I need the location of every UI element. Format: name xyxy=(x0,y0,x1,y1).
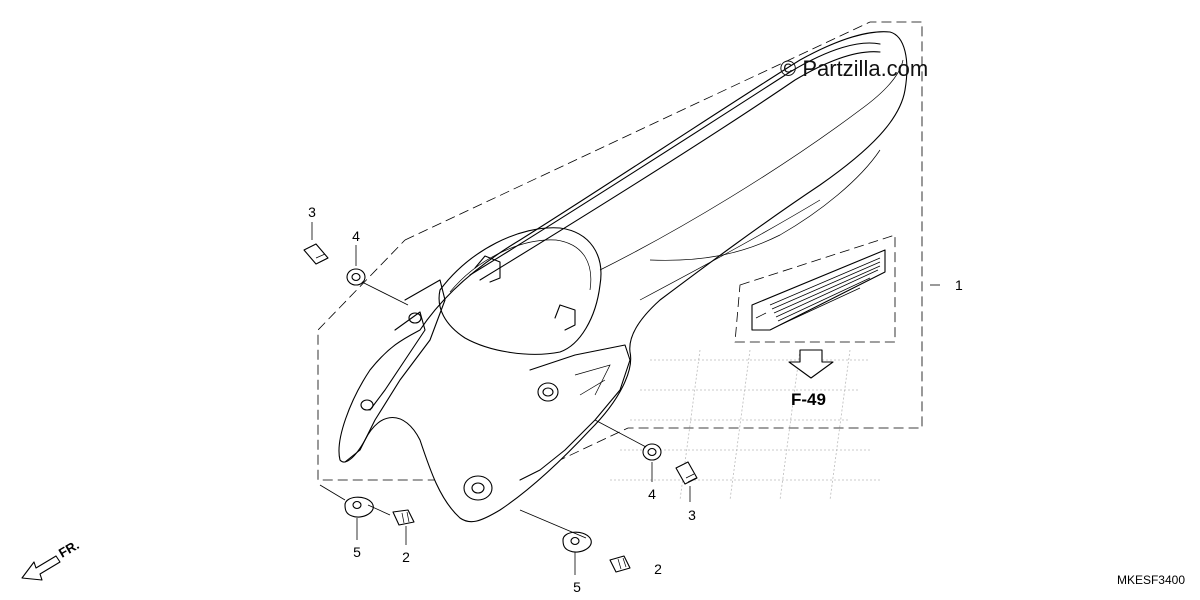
fender-hook-upper xyxy=(474,255,501,283)
fender-hook-lower xyxy=(554,304,576,331)
label-dashed-frame xyxy=(734,234,896,343)
mounting-hole-right xyxy=(542,387,554,397)
callout-part-3-right: 3 xyxy=(688,507,696,523)
fender-lower-plate xyxy=(519,344,631,481)
bolt-upper-left xyxy=(303,243,329,265)
callout-part-4-left: 4 xyxy=(352,228,360,244)
bolt-lower-right xyxy=(609,555,631,573)
callout-part-1: 1 xyxy=(955,277,963,293)
callout-part-5-right: 5 xyxy=(573,579,581,595)
bolt-right xyxy=(675,461,698,485)
leader-lines xyxy=(311,222,940,575)
reference-arrow-icon xyxy=(788,349,834,379)
fender-lower-plate-rib xyxy=(574,364,611,396)
label-text-lines xyxy=(755,257,881,326)
mounting-hole-bottom xyxy=(471,482,485,494)
fender-ridge-3 xyxy=(599,59,904,271)
rear-fender xyxy=(338,31,908,523)
nut-upper-left xyxy=(346,268,366,286)
mounting-hole-boss-right xyxy=(537,382,559,402)
front-label: FR. xyxy=(56,537,82,560)
mounting-hole-lower-left xyxy=(360,399,374,411)
callout-part-2-right: 2 xyxy=(654,561,662,577)
fender-ridge-1 xyxy=(469,42,881,276)
callout-part-3-left: 3 xyxy=(308,204,316,220)
fender-ridge-2 xyxy=(479,51,881,281)
diagram-code: MKESF3400 xyxy=(1117,573,1185,587)
label-sticker xyxy=(751,249,886,331)
washer-lower-right xyxy=(562,531,592,553)
washer-lower-left xyxy=(344,496,374,518)
nut-right xyxy=(642,443,662,461)
caution-label xyxy=(734,234,896,379)
fender-inner-cavity xyxy=(438,227,602,355)
fender-ridge-4 xyxy=(639,199,821,301)
fender-side-bracket-edge xyxy=(369,311,426,411)
mounting-boss-bottom xyxy=(463,475,493,501)
mounting-hole-upper-left xyxy=(408,312,422,324)
front-direction-indicator: FR. xyxy=(21,537,82,581)
callout-part-4-right: 4 xyxy=(648,486,656,502)
fender-side-bracket xyxy=(344,279,446,463)
watermark-text: © Partzilla.com xyxy=(780,56,928,81)
bolt-lower-left xyxy=(392,509,415,526)
watermark-logo-ghost xyxy=(610,349,880,501)
fender-ridge-5 xyxy=(649,149,881,261)
front-arrow-icon xyxy=(21,555,61,581)
reference-label: F-49 xyxy=(791,390,826,409)
callout-part-5-left: 5 xyxy=(353,544,361,560)
callout-part-2-left: 2 xyxy=(402,549,410,565)
